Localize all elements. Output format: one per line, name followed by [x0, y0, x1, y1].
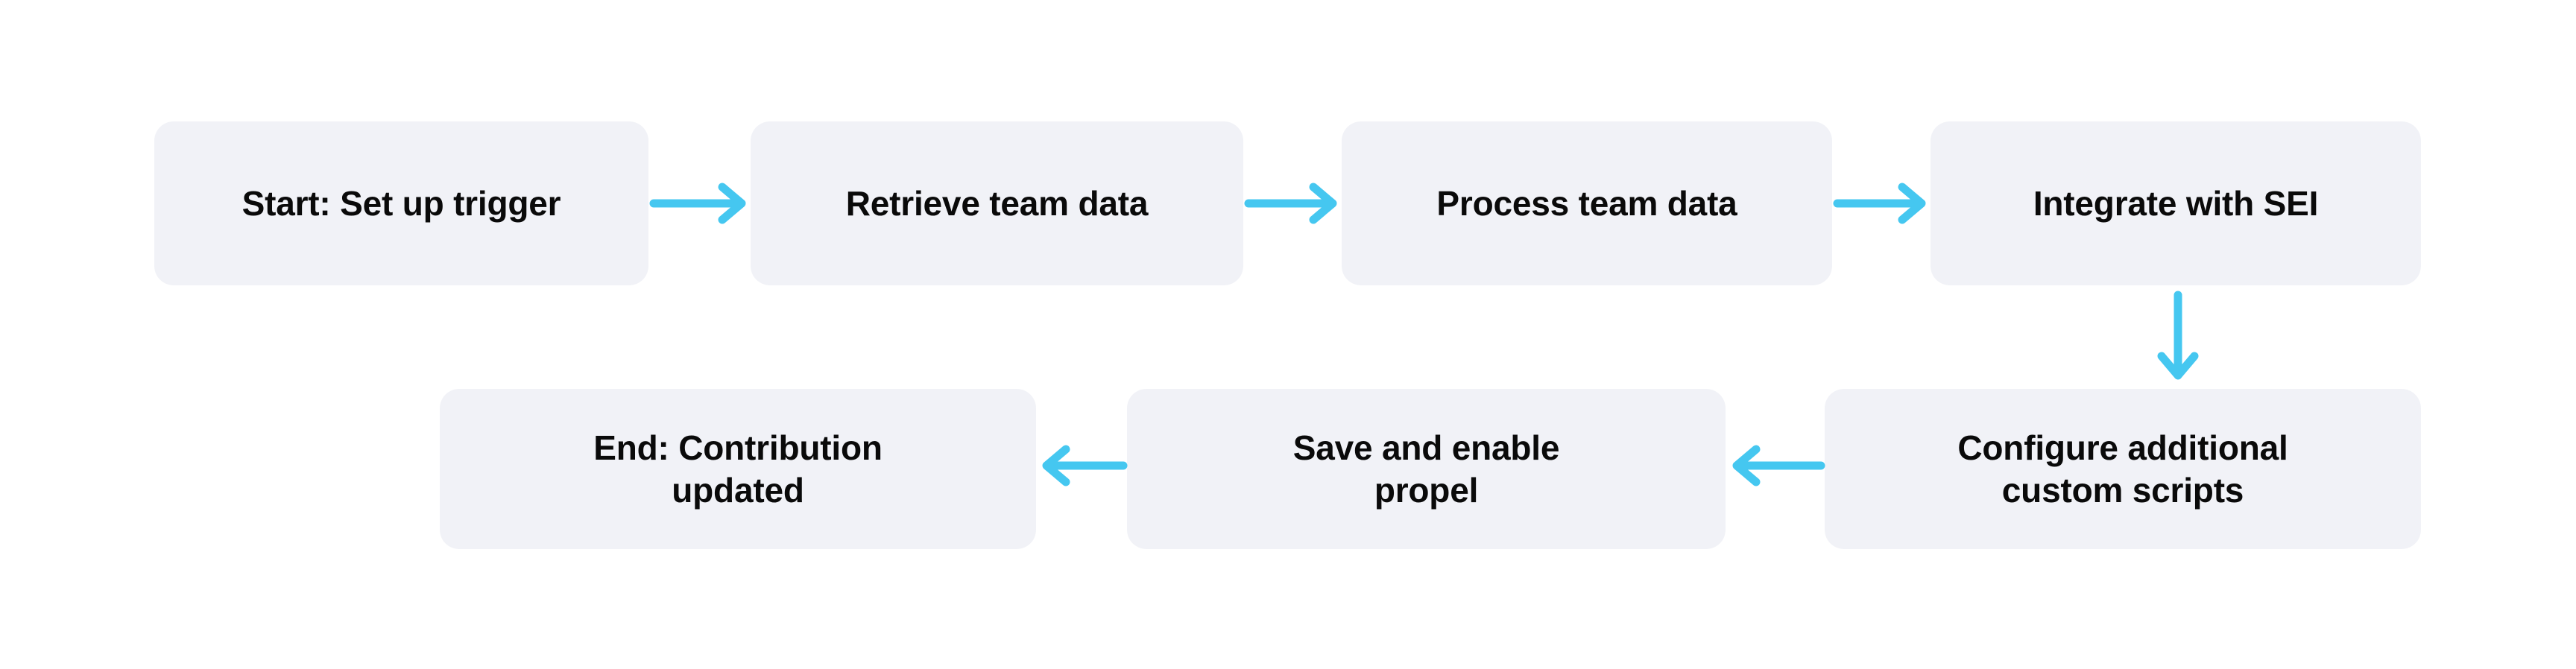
flow-node-retrieve-team-data[interactable]: Retrieve team data [751, 121, 1243, 285]
arrow-down-integrate-to-configure [2156, 291, 2200, 384]
arrow-right-start-to-retrieve [649, 181, 751, 226]
arrow-left-save-to-end [1038, 443, 1128, 488]
flow-node-process-team-data[interactable]: Process team data [1342, 121, 1832, 285]
arrow-right-retrieve-to-process [1244, 181, 1342, 226]
flow-node-save-and-enable-propel[interactable]: Save and enable propel [1127, 389, 1726, 549]
arrow-right-process-to-integrate [1833, 181, 1931, 226]
flow-node-integrate-with-sei[interactable]: Integrate with SEI [1931, 121, 2421, 285]
flow-node-end-contribution-updated[interactable]: End: Contribution updated [440, 389, 1036, 549]
flow-node-configure-custom-scripts[interactable]: Configure additional custom scripts [1825, 389, 2421, 549]
arrow-left-configure-to-save [1728, 443, 1825, 488]
flow-node-start[interactable]: Start: Set up trigger [154, 121, 648, 285]
